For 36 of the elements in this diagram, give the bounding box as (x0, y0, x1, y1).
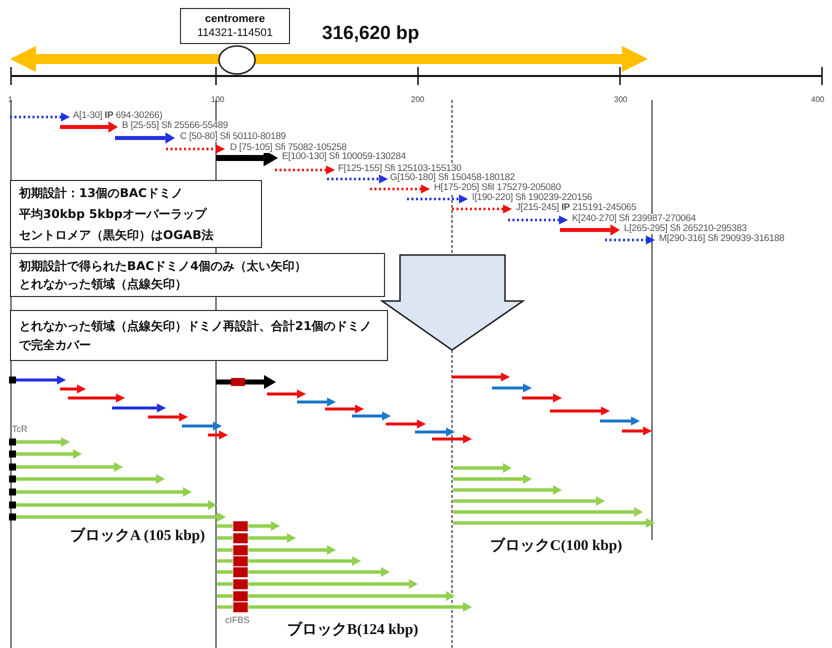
marker-label: cIFBS (225, 615, 250, 625)
domino-label: D [75-105] Sfi 75082-105258 (230, 143, 347, 153)
note-text: セントロメア（黒矢印）はOGAB法 (19, 226, 214, 244)
note-box (10, 310, 388, 361)
centromere-text: 114321-114501 (197, 26, 273, 40)
note-text: 初期設計：13個のBACドミノ (19, 184, 184, 202)
marker-label: TcR (12, 424, 28, 434)
domino-label: F[125-155] Sfi 125103-155130 (338, 164, 462, 174)
note-text: とれなかった領域（点線矢印）ドミノ再設計、合計21個のドミノで完全カバー (19, 318, 373, 354)
axis-tick-label: 300 (614, 95, 628, 104)
block-label: ブロックB(124 kbp) (287, 620, 418, 639)
genome-size-label: 316,620 bp (322, 23, 420, 45)
domino-label: L[265-295] Sfi 265210-295383 (624, 224, 747, 234)
axis-tick-label: 400 (811, 95, 824, 104)
centromere-box (180, 8, 290, 44)
domino-label: H[175-205] SfiI 175279-205080 (434, 183, 561, 193)
domino-label: C [50-80] Sfi 50110-80189 (180, 132, 286, 142)
note-text: とれなかった領域（点線矢印） (19, 276, 188, 293)
note-text: 初期設計で得られたBACドミノ4個のみ（太い矢印） (19, 258, 308, 275)
domino-label: B [25-55] Sfi 25566-55489 (122, 121, 228, 131)
note-text: 平均30kbp 5kbpオーバーラップ (19, 206, 208, 222)
domino-label: J[215-245] IP 215191-245065 (516, 203, 636, 213)
domino-label: E[100-130] Sfi 100059-130284 (282, 152, 406, 162)
block-label: ブロックA (105 kbp) (70, 526, 206, 545)
block-label: ブロックC(100 kbp) (490, 536, 622, 555)
axis-tick-label: 200 (411, 95, 424, 104)
domino-label: M[290-316] Sfi 290939-316188 (659, 234, 784, 244)
note-box (10, 253, 385, 297)
note-box (10, 180, 262, 248)
domino-label: A[1-30] IP 694-30266) (73, 111, 162, 121)
centromere-text: centromere (205, 12, 265, 26)
axis-tick-label: 1 (8, 95, 12, 104)
domino-label: K[240-270] Sfi 239987-270064 (572, 214, 696, 224)
axis-tick-label: 100 (211, 95, 224, 104)
domino-label: I[190-220] Sfi 190239-220156 (472, 193, 592, 203)
domino-label: G[150-180] Sfi 150458-180182 (390, 173, 515, 183)
